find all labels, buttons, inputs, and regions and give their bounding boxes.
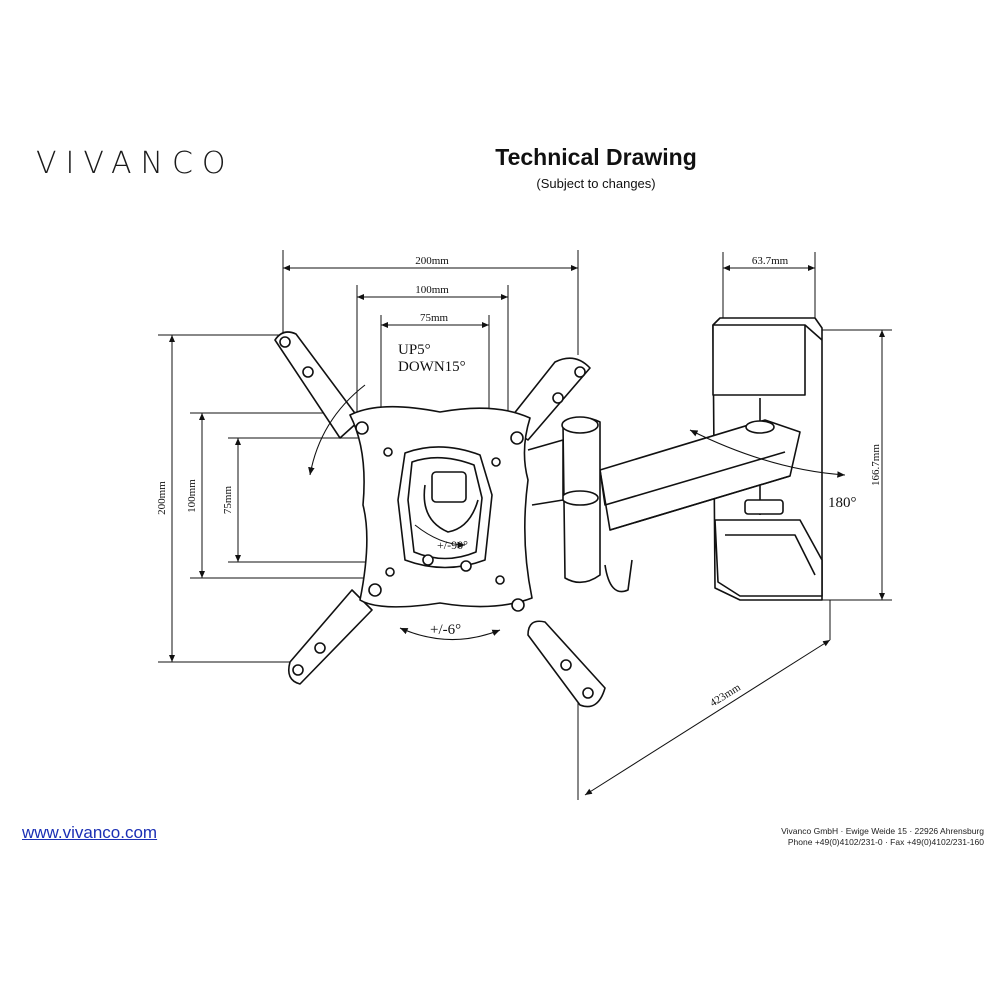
company-address: Vivanco GmbH · Ewige Weide 15 · 22926 Ah… bbox=[781, 826, 984, 836]
company-info: Vivanco GmbH · Ewige Weide 15 · 22926 Ah… bbox=[781, 826, 984, 848]
movement-arrows bbox=[308, 384, 846, 641]
dim-height: 166.7mm bbox=[870, 444, 882, 486]
dim-top-100: 100mm bbox=[415, 284, 449, 296]
tilt-down-label: DOWN15° bbox=[398, 359, 466, 375]
dim-left-75: 75mm bbox=[222, 486, 234, 515]
dimension-lines-right bbox=[577, 329, 892, 800]
dim-left-200: 200mm bbox=[156, 481, 168, 515]
tilt-up-label: UP5° bbox=[398, 342, 431, 358]
page-subtitle: (Subject to changes) bbox=[536, 176, 656, 191]
rotation-label: +/-90° bbox=[437, 538, 468, 552]
dim-depth: 63.7mm bbox=[752, 255, 789, 267]
dimension-lines-top bbox=[282, 250, 816, 425]
website-link[interactable]: www.vivanco.com bbox=[22, 823, 158, 842]
dim-reach: 423mm bbox=[708, 681, 743, 709]
dim-top-75: 75mm bbox=[420, 312, 449, 324]
dim-top-200: 200mm bbox=[415, 255, 449, 267]
swivel-label: 180° bbox=[828, 495, 857, 511]
level-label: +/-6° bbox=[430, 622, 461, 638]
dim-left-100: 100mm bbox=[186, 479, 198, 513]
page-title: Technical Drawing bbox=[495, 144, 697, 170]
company-phone: Phone +49(0)4102/231-0 · Fax +49(0)4102/… bbox=[787, 837, 984, 847]
brand-logo: VIVANCO bbox=[36, 146, 235, 181]
mount-illustration bbox=[274, 317, 823, 708]
